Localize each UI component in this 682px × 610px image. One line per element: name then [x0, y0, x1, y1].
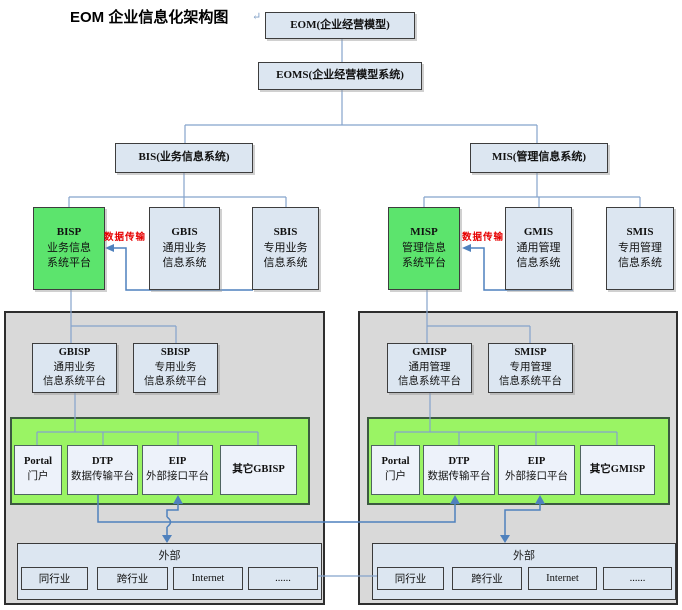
node-label: 专用业务 — [154, 361, 197, 373]
node-label: GMIS — [523, 226, 554, 239]
external-item-left-2: Internet — [173, 567, 243, 590]
node-gbisp: GBISP 通用业务 信息系统平台 — [32, 343, 117, 393]
node-other-gmisp: 其它GMISP — [580, 445, 655, 495]
node-smisp: SMISP 专用管理 信息系统平台 — [488, 343, 573, 393]
node-label: 系统平台 — [402, 257, 446, 270]
node-label: 管理信息 — [402, 241, 446, 254]
node-label: BIS(业务信息系统) — [138, 151, 230, 164]
node-smis: SMIS 专用管理 信息系统 — [606, 207, 674, 290]
node-eom: EOM(企业经营模型) — [265, 12, 415, 39]
node-label: EOMS(企业经营模型系统) — [276, 69, 404, 82]
data-transfer-label-right: 数据传输 — [462, 233, 505, 243]
node-label: 门户 — [385, 471, 406, 482]
node-label: 外部接口平台 — [505, 471, 568, 482]
external-item-right-3: ...... — [603, 567, 672, 590]
node-label: SMISP — [514, 346, 547, 358]
paragraph-mark: ↵ — [252, 11, 262, 23]
node-label: 业务信息 — [47, 241, 91, 254]
node-label: GBISP — [58, 346, 91, 358]
external-item-right-1: 跨行业 — [452, 567, 522, 590]
node-label: 门户 — [27, 471, 49, 482]
page-title: EOM 企业信息化架构图 — [70, 9, 229, 26]
node-label: 通用管理 — [516, 241, 561, 254]
node-label: 信息系统 — [162, 257, 207, 270]
node-label: 信息系统平台 — [43, 376, 106, 388]
node-label: GBIS — [171, 226, 198, 239]
node-gmis: GMIS 通用管理 信息系统 — [505, 207, 572, 290]
node-label: BISP — [56, 226, 82, 239]
external-label-right: 外部 — [513, 550, 535, 562]
node-label: 其它GBISP — [232, 463, 285, 475]
node-label: 信息系统 — [516, 257, 561, 270]
node-label: SBISP — [160, 346, 191, 358]
node-label: 系统平台 — [47, 257, 91, 270]
node-label: 数据传输平台 — [427, 471, 491, 482]
external-item-right-2: Internet — [528, 567, 597, 590]
node-label: 信息系统 — [263, 257, 308, 270]
node-label: GMISP — [412, 346, 447, 358]
node-label: 通用业务 — [53, 361, 96, 373]
node-label: 通用管理 — [408, 361, 451, 373]
node-label: 专用管理 — [509, 361, 552, 373]
node-label: EIP — [527, 456, 546, 468]
node-label: EIP — [168, 456, 187, 468]
node-misp: MISP 管理信息 系统平台 — [388, 207, 460, 290]
node-label: EOM(企业经营模型) — [290, 18, 390, 31]
data-transfer-label-left: 数据传输 — [104, 233, 147, 243]
node-label: DTP — [92, 456, 113, 468]
node-eoms: EOMS(企业经营模型系统) — [258, 62, 422, 90]
node-label: Portal — [24, 456, 52, 468]
node-sbisp: SBISP 专用业务 信息系统平台 — [133, 343, 218, 393]
node-label: 信息系统 — [618, 257, 662, 270]
node-label: 外部接口平台 — [146, 471, 209, 482]
node-label: 其它GMISP — [589, 463, 646, 475]
node-label: MISP — [410, 226, 438, 239]
node-label: Portal — [381, 456, 410, 468]
node-label: 专用管理 — [618, 241, 662, 254]
external-item-right-0: 同行业 — [377, 567, 444, 590]
node-label: 信息系统平台 — [499, 376, 562, 388]
node-label: MIS(管理信息系统) — [491, 151, 587, 164]
node-label: 信息系统平台 — [144, 376, 207, 388]
external-item-left-3: ...... — [248, 567, 318, 590]
node-label: 专用业务 — [263, 241, 308, 254]
external-item-left-0: 同行业 — [21, 567, 88, 590]
node-bis: BIS(业务信息系统) — [115, 143, 253, 173]
node-eip-left: EIP 外部接口平台 — [142, 445, 213, 495]
node-dtp-left: DTP 数据传输平台 — [67, 445, 138, 495]
node-dtp-right: DTP 数据传输平台 — [423, 445, 495, 495]
node-sbis: SBIS 专用业务 信息系统 — [252, 207, 319, 290]
external-item-left-1: 跨行业 — [97, 567, 168, 590]
node-gbis: GBIS 通用业务 信息系统 — [149, 207, 220, 290]
node-label: SMIS — [626, 226, 654, 239]
node-label: DTP — [448, 456, 470, 468]
node-label: SBIS — [273, 226, 298, 239]
node-gmisp: GMISP 通用管理 信息系统平台 — [387, 343, 472, 393]
node-portal-right: Portal 门户 — [371, 445, 420, 495]
node-label: 数据传输平台 — [71, 471, 134, 482]
external-label-left: 外部 — [158, 550, 181, 562]
node-mis: MIS(管理信息系统) — [470, 143, 608, 173]
node-eip-right: EIP 外部接口平台 — [498, 445, 575, 495]
node-label: 信息系统平台 — [398, 376, 461, 388]
node-label: 通用业务 — [162, 241, 207, 254]
node-portal-left: Portal 门户 — [14, 445, 62, 495]
node-bisp: BISP 业务信息 系统平台 — [33, 207, 105, 290]
node-other-gbisp: 其它GBISP — [220, 445, 297, 495]
